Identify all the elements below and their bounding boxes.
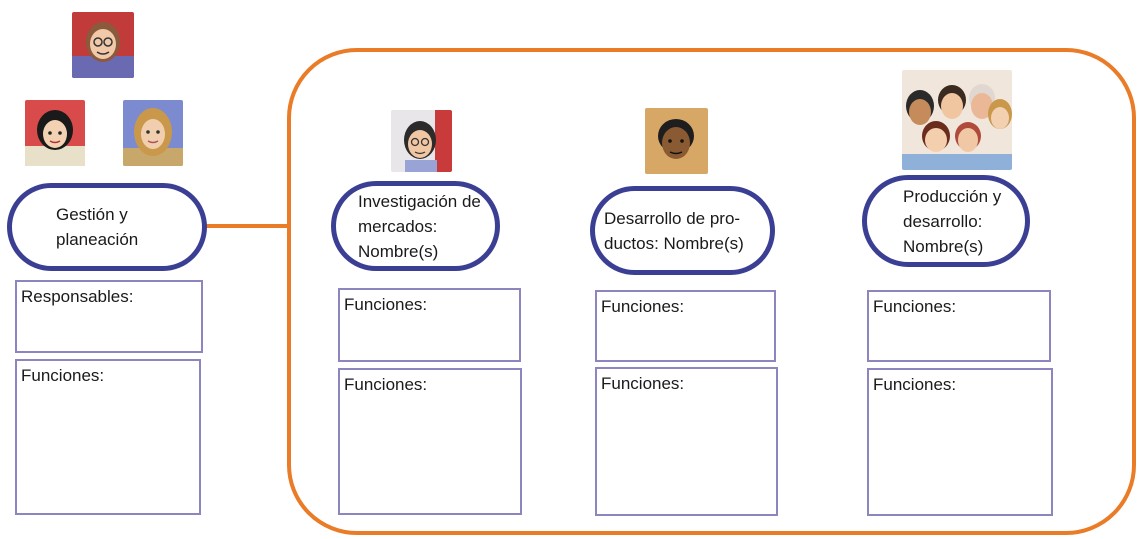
funciones-label: Funciones: — [601, 297, 685, 316]
dept-production-funciones-box-2: Funciones: — [867, 368, 1053, 516]
dept-product-dev-funciones-box-2: Funciones: — [595, 367, 778, 516]
dept-market-research-funciones-box-2: Funciones: — [338, 368, 522, 515]
management-pill: Gestión y planeación — [7, 183, 207, 271]
management-funciones-box: Funciones: — [15, 359, 201, 515]
employee-woman-blonde-portrait-icon — [123, 100, 183, 166]
funciones-label: Funciones: — [873, 297, 957, 316]
dept-market-research-pill: Investigación de mercados: Nombre(s) — [331, 181, 500, 271]
management-title: Gestión y planeación — [56, 205, 139, 249]
funciones-label: Funciones: — [344, 295, 428, 314]
dept-production-funciones-box-1: Funciones: — [867, 290, 1051, 362]
boss-portrait-icon — [72, 12, 134, 78]
dept-market-research-title: Investigación de mercados: Nombre(s) — [358, 191, 481, 261]
dept-product-dev-pill: Desarrollo de pro- ductos: Nombre(s) — [590, 186, 775, 275]
dept-production-title: Producción y desarrollo: Nombre(s) — [903, 186, 1002, 256]
connector-line — [205, 224, 291, 228]
dept-production-pill: Producción y desarrollo: Nombre(s) — [862, 175, 1030, 267]
developer-portrait-icon — [645, 108, 708, 174]
management-responsables-box: Responsables: — [15, 280, 203, 353]
responsables-label: Responsables: — [21, 287, 134, 306]
funciones-label: Funciones: — [873, 375, 957, 394]
dept-product-dev-funciones-box-1: Funciones: — [595, 290, 776, 362]
departments-group-frame — [287, 48, 1136, 535]
dept-market-research-funciones-box-1: Funciones: — [338, 288, 521, 362]
production-team-portrait-icon — [902, 70, 1012, 170]
dept-product-dev-title: Desarrollo de pro- ductos: Nombre(s) — [604, 208, 744, 253]
researcher-portrait-icon — [391, 110, 452, 172]
employee-woman-portrait-icon — [25, 100, 85, 166]
funciones-label: Funciones: — [21, 366, 105, 385]
funciones-label: Funciones: — [601, 374, 685, 393]
funciones-label: Funciones: — [344, 375, 428, 394]
